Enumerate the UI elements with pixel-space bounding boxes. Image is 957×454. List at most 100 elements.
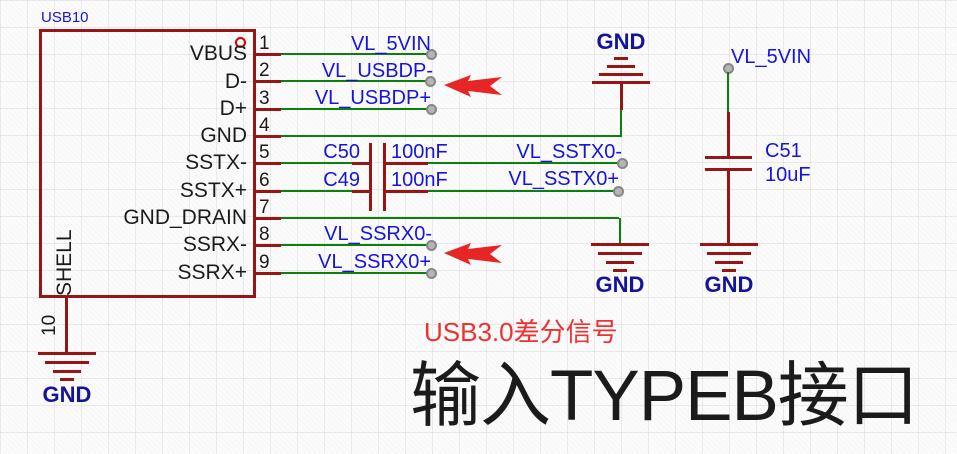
c49-value[interactable]: 100nF [391, 169, 448, 191]
pin-number-3[interactable]: 3 [259, 88, 270, 109]
wire-gnd-pin4[interactable] [281, 135, 621, 137]
gnd-label: GND [704, 272, 754, 297]
pin-number-10[interactable]: 10 [39, 314, 60, 336]
c51-plate[interactable] [705, 168, 752, 171]
net-label-vl-ssrx0-[interactable]: VL_SSRX0- [324, 223, 432, 245]
c49-plate[interactable] [383, 171, 386, 211]
pin-number-7[interactable]: 7 [259, 197, 270, 218]
pin-stub-7[interactable] [254, 217, 281, 220]
wire-end-dot[interactable] [426, 49, 437, 60]
c51-lead-top[interactable] [727, 112, 730, 157]
wire-end-dot[interactable] [426, 104, 437, 115]
gnd-bar [599, 73, 643, 76]
pin-stub-10[interactable] [65, 298, 68, 353]
net-label-vl-sstx0-[interactable]: VL_SSTX0- [516, 141, 622, 163]
pin-stub-2[interactable] [254, 80, 281, 83]
pin-stub-6[interactable] [254, 190, 281, 193]
pin-number-5[interactable]: 5 [259, 142, 270, 163]
c50-ref[interactable]: C50 [323, 141, 360, 163]
gnd-stem [620, 84, 623, 110]
wire-sstx-plus-a[interactable] [281, 190, 352, 192]
pin-name-sstx+[interactable]: SSTX+ [179, 179, 247, 202]
gnd-bar [707, 252, 751, 255]
wire-gnd-drain-drop[interactable] [619, 218, 621, 244]
c51-ref[interactable]: C51 [765, 140, 802, 162]
gnd-bar [592, 81, 650, 84]
net-label-vl-5vin[interactable]: VL_5VIN [350, 33, 431, 55]
pin-number-9[interactable]: 9 [259, 252, 270, 273]
annotation-arrow-usbdp-icon[interactable] [444, 74, 502, 98]
net-label-vl-sstx0+[interactable]: VL_SSTX0+ [508, 168, 619, 190]
wire-end-dot[interactable] [613, 186, 624, 197]
pin-name-shell[interactable]: SHELL [53, 229, 76, 296]
pin-stub-3[interactable] [254, 108, 281, 111]
wire-sstx-minus-a[interactable] [281, 162, 352, 164]
pin-name-sstx-[interactable]: SSTX- [185, 151, 247, 174]
wire-end-dot[interactable] [425, 76, 436, 87]
net-label-vl-ssrx0+[interactable]: VL_SSRX0+ [318, 251, 431, 273]
gnd-label: GND [42, 382, 92, 407]
pin-name-dminus[interactable]: D- [224, 70, 247, 93]
pin-number-1[interactable]: 1 [259, 33, 270, 54]
pin-number-4[interactable]: 4 [259, 115, 270, 136]
annotation-arrow-ssrx-icon[interactable] [444, 242, 502, 266]
c51-value[interactable]: 10uF [765, 164, 811, 186]
pin-name-vbus[interactable]: VBUS [189, 42, 247, 65]
sheet-title[interactable]: 输入TYPEB接口 [410, 357, 919, 436]
wire-gnd-pin4-riser[interactable] [620, 109, 622, 137]
c49-ref[interactable]: C49 [323, 169, 360, 191]
wire-end-dot[interactable] [426, 240, 437, 251]
gnd-bar [715, 261, 743, 264]
gnd-bar [607, 65, 635, 68]
c49-lead-left[interactable] [352, 190, 370, 193]
pin-number-2[interactable]: 2 [259, 60, 270, 81]
pin-number-6[interactable]: 6 [259, 170, 270, 191]
c50-value[interactable]: 100nF [391, 141, 448, 163]
c51-lead-bottom[interactable] [727, 171, 730, 244]
wire-end-dot[interactable] [617, 158, 628, 169]
c49-plate[interactable] [369, 171, 372, 211]
pin-name-gnd-drain[interactable]: GND_DRAIN [123, 206, 247, 229]
component-designator[interactable]: USB10 [41, 9, 89, 26]
pin-name-dplus[interactable]: D+ [219, 97, 247, 120]
net-label-vl-5vin-right[interactable]: VL_5VIN [731, 46, 812, 68]
wire-ssrx-plus[interactable] [281, 272, 430, 274]
c51-plate[interactable] [705, 156, 752, 159]
wire-usbdp-minus[interactable] [281, 80, 429, 82]
gnd-bar [598, 252, 642, 255]
wire-ssrx-minus[interactable] [281, 244, 429, 246]
wire-sstx-minus-b[interactable] [428, 162, 622, 164]
pin-name-ssrx+[interactable]: SSRX+ [177, 261, 247, 284]
pin-name-ssrx-[interactable]: SSRX- [182, 233, 247, 256]
c50-lead-right[interactable] [386, 162, 428, 165]
net-label-vl-usbdp+[interactable]: VL_USBDP+ [314, 87, 431, 109]
pin1-marker-icon [235, 37, 246, 48]
pin-name-gnd[interactable]: GND [200, 124, 247, 147]
pin-number-8[interactable]: 8 [259, 224, 270, 245]
wire-sstx-plus-b[interactable] [428, 190, 618, 192]
pin-stub-8[interactable] [254, 244, 281, 247]
pin-stub-4[interactable] [254, 135, 281, 138]
wire-end-dot[interactable] [426, 268, 437, 279]
gnd-bar [606, 261, 634, 264]
wire-vbus[interactable] [281, 53, 430, 55]
gnd-label: GND [595, 272, 645, 297]
gnd-bar [614, 57, 628, 60]
pin-stub-9[interactable] [254, 272, 281, 275]
gnd-bar [60, 378, 74, 381]
gnd-label: GND [596, 29, 646, 54]
diff-signal-note[interactable]: USB3.0差分信号 [424, 317, 618, 347]
c49-lead-right[interactable] [386, 190, 428, 193]
wire-usbdp-plus[interactable] [281, 108, 430, 110]
gnd-bar [591, 243, 649, 246]
wire-gnd-drain[interactable] [281, 217, 619, 219]
pin-stub-1[interactable] [254, 53, 281, 56]
c50-plate[interactable] [383, 143, 386, 183]
gnd-bar [722, 269, 736, 272]
pin-stub-5[interactable] [254, 162, 281, 165]
c50-plate[interactable] [369, 143, 372, 183]
gnd-bar [53, 370, 81, 373]
wire-c51-top[interactable] [727, 72, 729, 112]
net-label-vl-usbdp-[interactable]: VL_USBDP- [321, 60, 433, 82]
c50-lead-left[interactable] [352, 162, 370, 165]
